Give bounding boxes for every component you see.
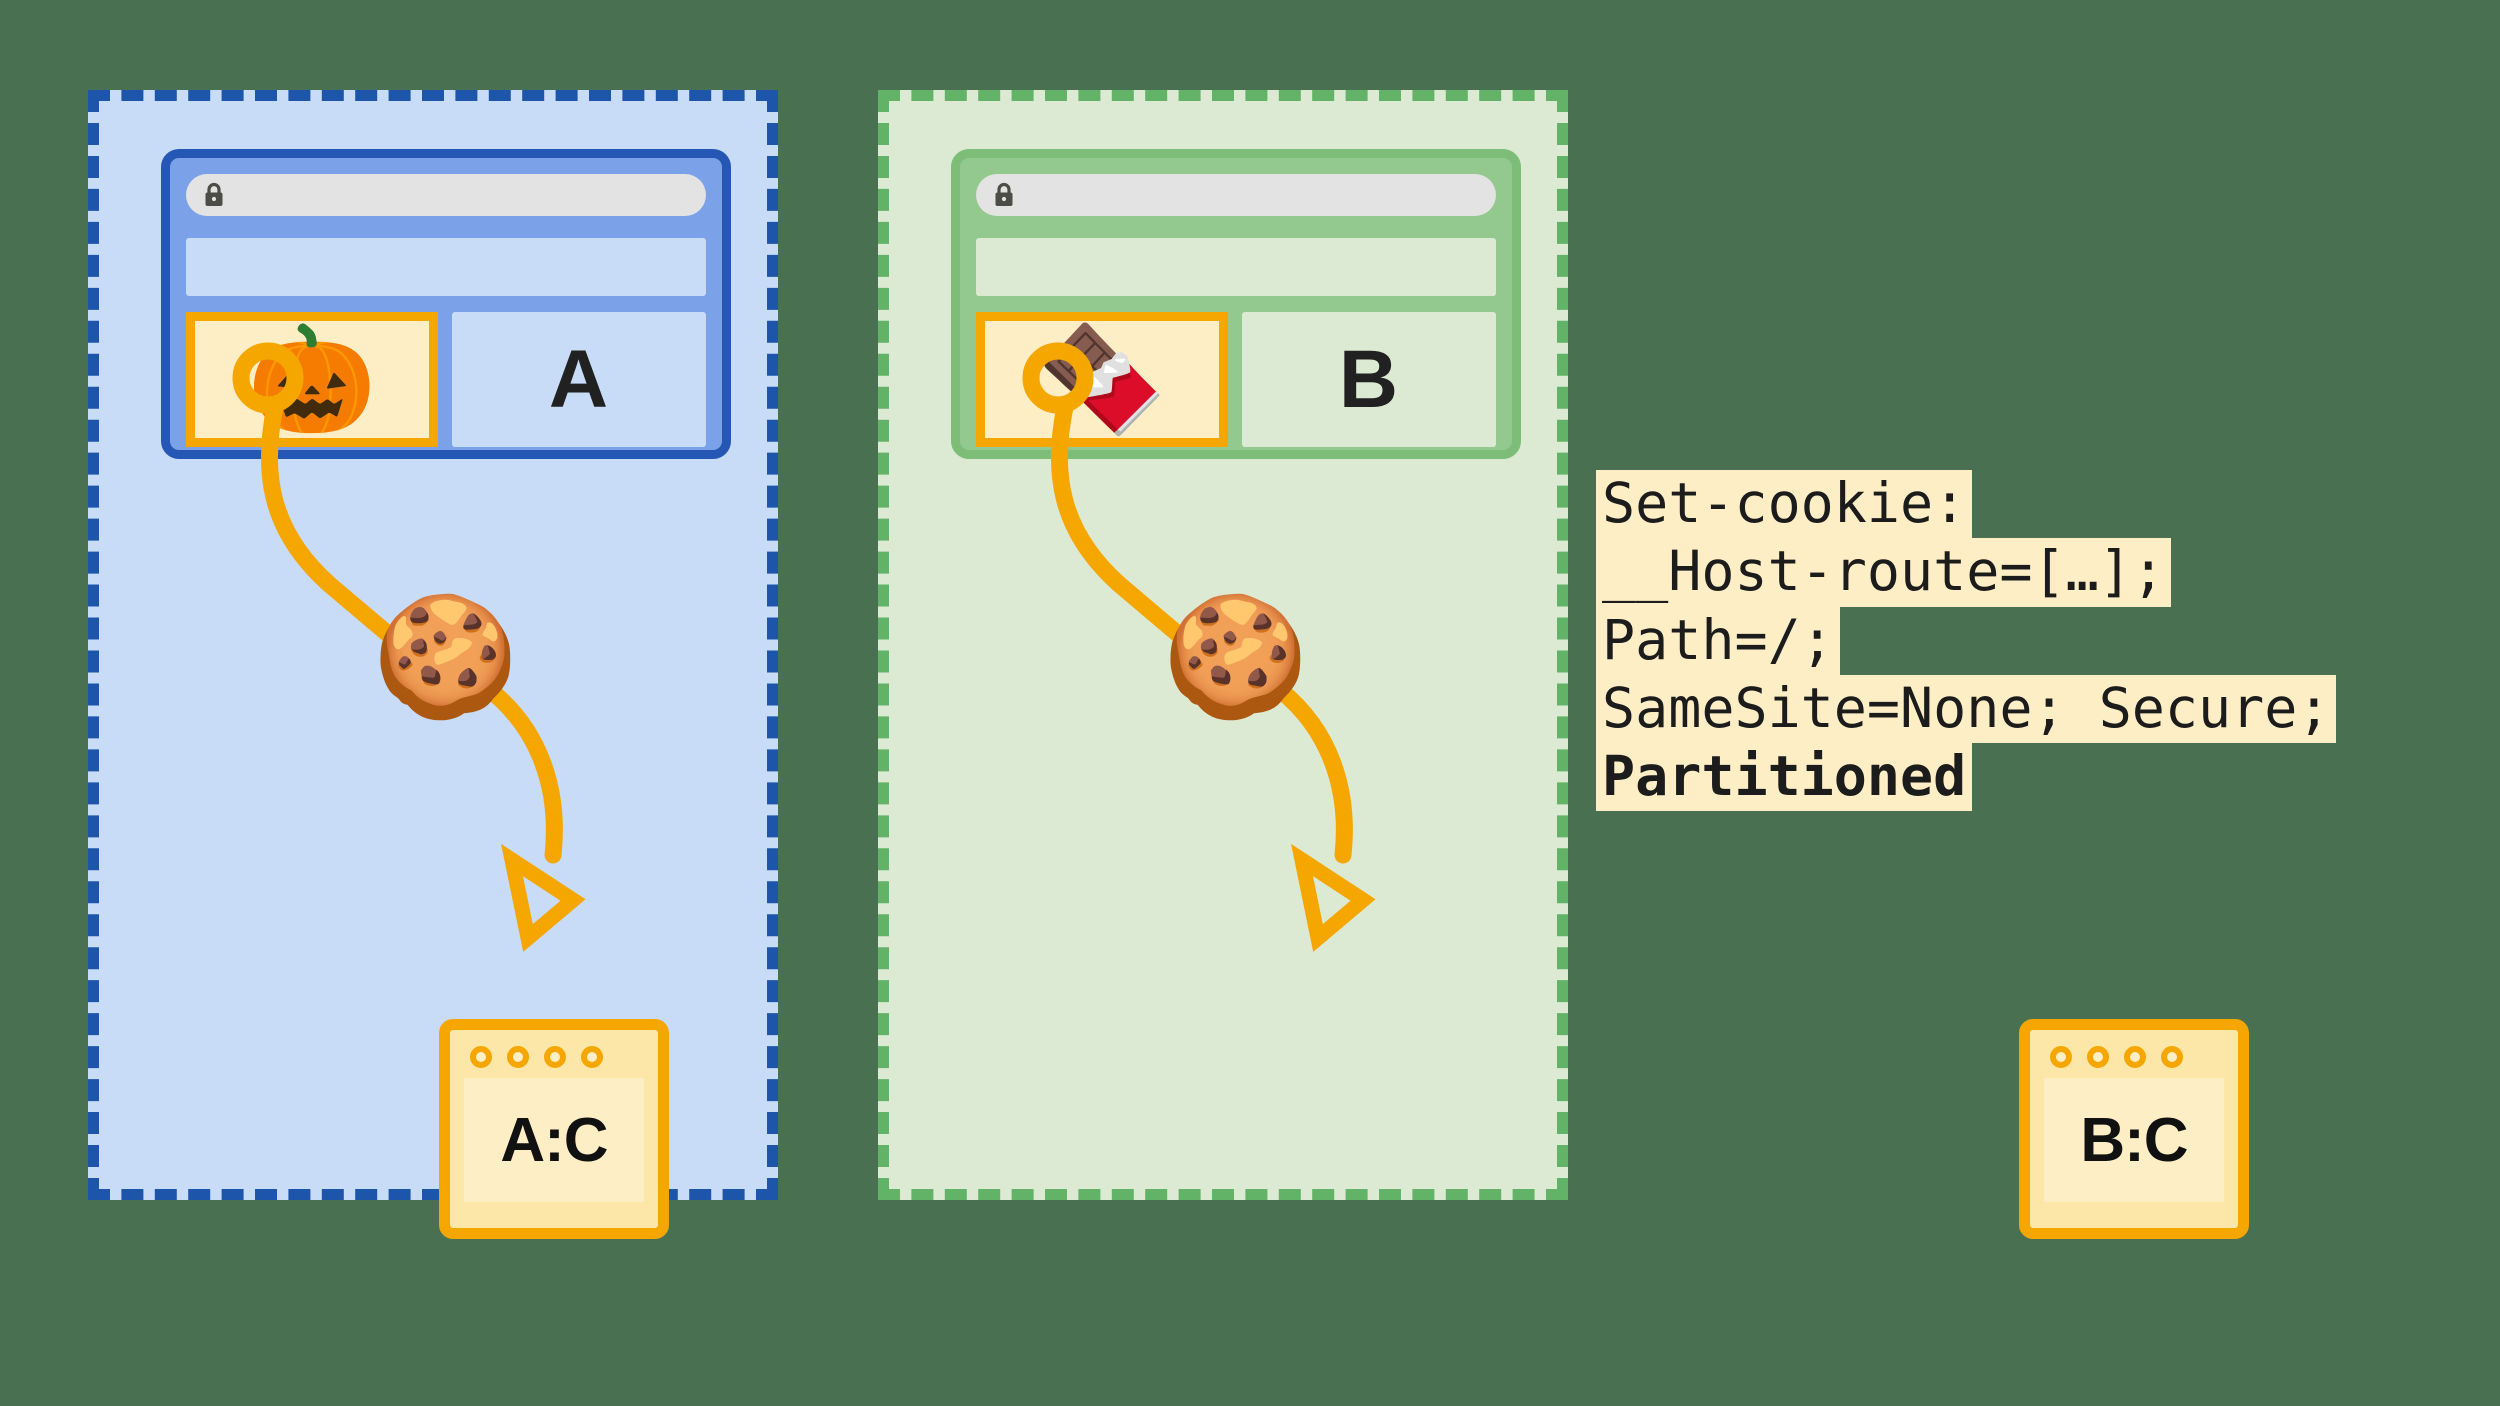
storage-dot bbox=[544, 1046, 566, 1068]
code-line-partitioned: Partitioned bbox=[1596, 743, 1973, 812]
embedded-iframe-a: 🎃 bbox=[186, 312, 438, 447]
site-partition-panel-b: 🍫 B B:C bbox=[878, 90, 2249, 1239]
lock-icon bbox=[205, 182, 223, 206]
code-line: Set-cookie: bbox=[1596, 470, 1973, 539]
storage-card-dots-b bbox=[2044, 1046, 2224, 1068]
cookie-icon: 🍪 bbox=[1162, 591, 1309, 723]
embedded-iframe-b: 🍫 bbox=[976, 312, 1228, 447]
code-line: SameSite=None; Secure; bbox=[1596, 674, 2337, 744]
set-cookie-code-snippet: Set-cookie: __Host-route=[…]; Path=/; Sa… bbox=[1596, 470, 2337, 812]
main-frame-label-b: B bbox=[1242, 312, 1496, 447]
page-body-b: 🍫 B bbox=[976, 312, 1496, 447]
url-bar-a[interactable] bbox=[186, 174, 706, 216]
cookie-icon: 🍪 bbox=[372, 591, 519, 723]
storage-dot bbox=[581, 1046, 603, 1068]
storage-dot bbox=[2161, 1046, 2183, 1068]
url-bar-b[interactable] bbox=[976, 174, 1496, 216]
storage-dot bbox=[2050, 1046, 2072, 1068]
storage-dot bbox=[470, 1046, 492, 1068]
storage-card-label-b: B:C bbox=[2044, 1078, 2224, 1202]
page-content-strip-b bbox=[976, 238, 1496, 296]
chocolate-bar-iframe-icon: 🍫 bbox=[1037, 321, 1167, 438]
storage-card-label-a: A:C bbox=[464, 1078, 644, 1202]
page-body-a: 🎃 A bbox=[186, 312, 706, 447]
storage-dot bbox=[507, 1046, 529, 1068]
pumpkin-iframe-icon: 🎃 bbox=[247, 321, 377, 438]
code-line: __Host-route=[…]; bbox=[1596, 538, 2171, 607]
main-frame-label-a: A bbox=[452, 312, 706, 447]
storage-card-a: A:C bbox=[439, 1019, 669, 1239]
page-content-strip-a bbox=[186, 238, 706, 296]
storage-dot bbox=[2087, 1046, 2109, 1068]
storage-dot bbox=[2124, 1046, 2146, 1068]
storage-card-dots-a bbox=[464, 1046, 644, 1068]
browser-window-b: 🍫 B bbox=[951, 149, 1521, 459]
lock-icon bbox=[995, 182, 1013, 206]
code-line: Path=/; bbox=[1596, 606, 1840, 675]
storage-card-b: B:C bbox=[2019, 1019, 2249, 1239]
browser-window-a: 🎃 A bbox=[161, 149, 731, 459]
